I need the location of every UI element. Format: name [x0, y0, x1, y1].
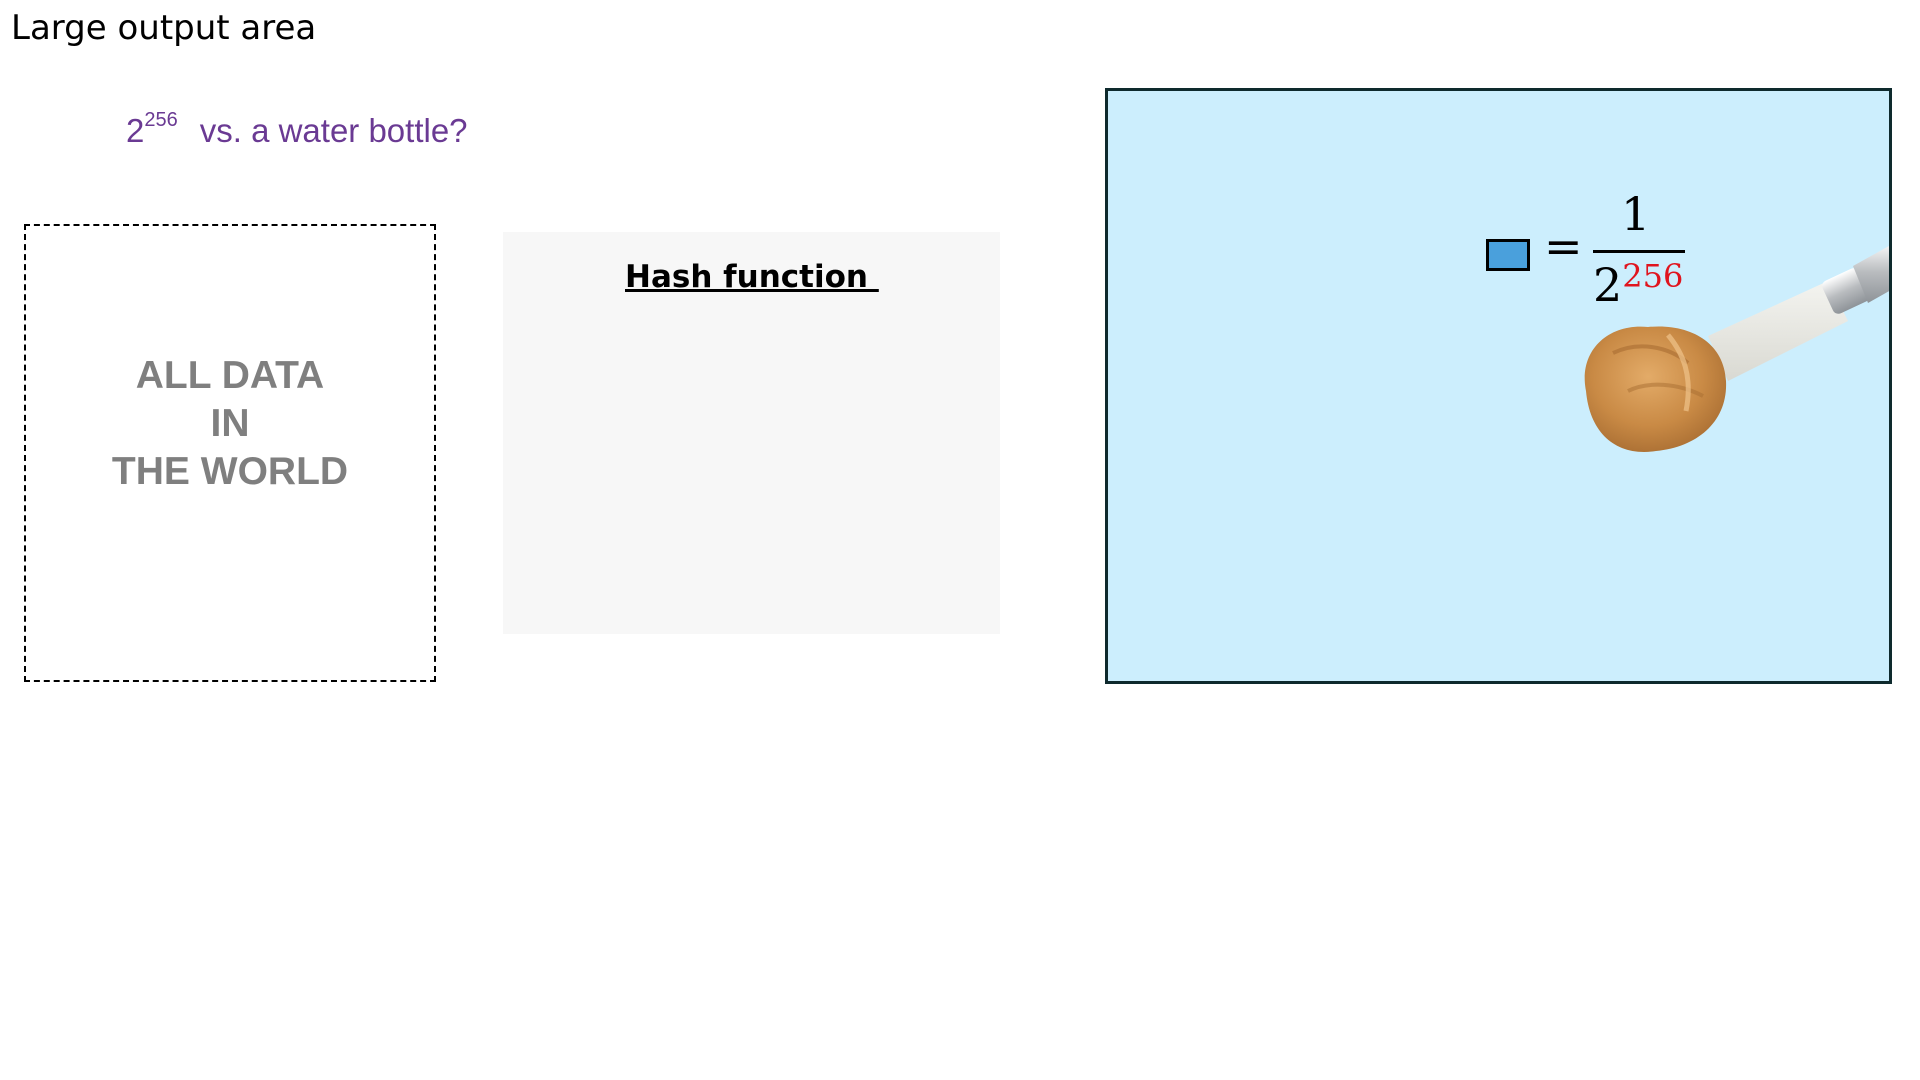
question-text: 2256 vs. a water bottle?	[126, 109, 468, 150]
denominator-exponent: 256	[1622, 257, 1684, 295]
fraction-denominator: 2256	[1593, 257, 1684, 312]
all-data-line-1: ALL DATA	[135, 354, 325, 397]
fraction-bar	[1593, 250, 1685, 253]
hash-function-title: Hash function	[625, 259, 879, 295]
all-data-line-3: THE WORLD	[111, 450, 349, 493]
probability-panel: = 1 2256	[1105, 88, 1892, 684]
fraction-numerator: 1	[1621, 187, 1651, 241]
page-title: Large output area	[11, 8, 317, 48]
question-exponent: 256	[144, 109, 178, 131]
probability-formula: = 1 2256	[1108, 91, 1889, 681]
equals-sign: =	[1544, 219, 1583, 273]
blue-square-icon	[1486, 239, 1530, 271]
denominator-base: 2	[1593, 258, 1623, 312]
all-data-label: ALL DATA IN THE WORLD	[112, 352, 348, 496]
question-base: 2	[126, 112, 145, 149]
hash-function-box: Hash function	[503, 232, 1000, 634]
all-data-box: ALL DATA IN THE WORLD	[24, 224, 436, 682]
peanut-butter-knife-icon	[1584, 246, 1889, 452]
question-label: vs. a water bottle?	[199, 112, 468, 149]
all-data-line-2: IN	[210, 402, 250, 445]
